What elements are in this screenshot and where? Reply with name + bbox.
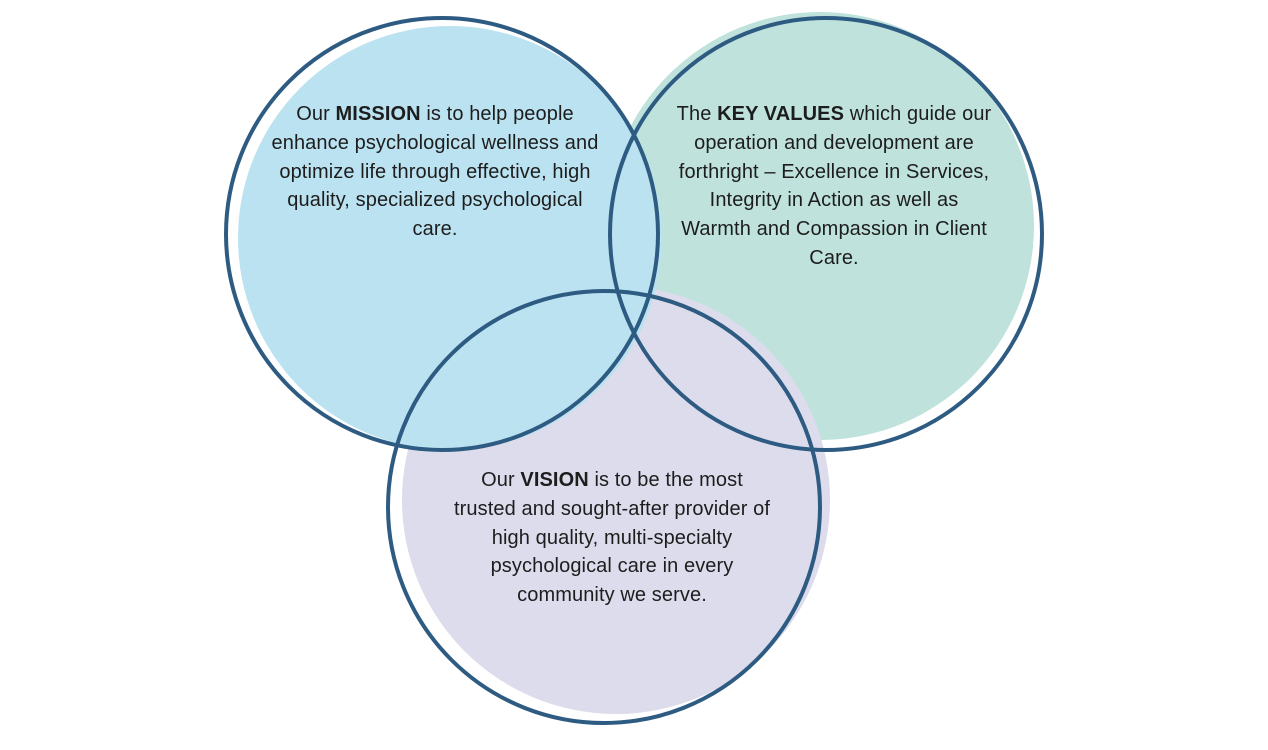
vision-statement: Our VISION is to be the most trusted and… xyxy=(454,466,770,610)
values-body: which guide our operation and developmen… xyxy=(678,103,992,269)
vision-body: is to be the most trusted and sought-aft… xyxy=(454,469,771,607)
values-prefix: The xyxy=(676,103,718,125)
mission-statement: Our MISSION is to help people enhance ps… xyxy=(270,100,600,244)
vision-prefix: Our xyxy=(481,469,521,491)
vision-circle-outline xyxy=(386,289,822,725)
mission-circle-outline xyxy=(224,16,660,452)
mission-body: is to help people enhance psychological … xyxy=(271,103,599,241)
values-circle-outline xyxy=(608,16,1044,452)
vision-keyword: VISION xyxy=(520,469,589,491)
mission-circle-fill xyxy=(238,26,662,450)
key-values-statement: The KEY VALUES which guide our operation… xyxy=(676,100,992,273)
mission-prefix: Our xyxy=(296,103,336,125)
values-keyword: KEY VALUES xyxy=(717,103,845,125)
mission-keyword: MISSION xyxy=(335,103,421,125)
